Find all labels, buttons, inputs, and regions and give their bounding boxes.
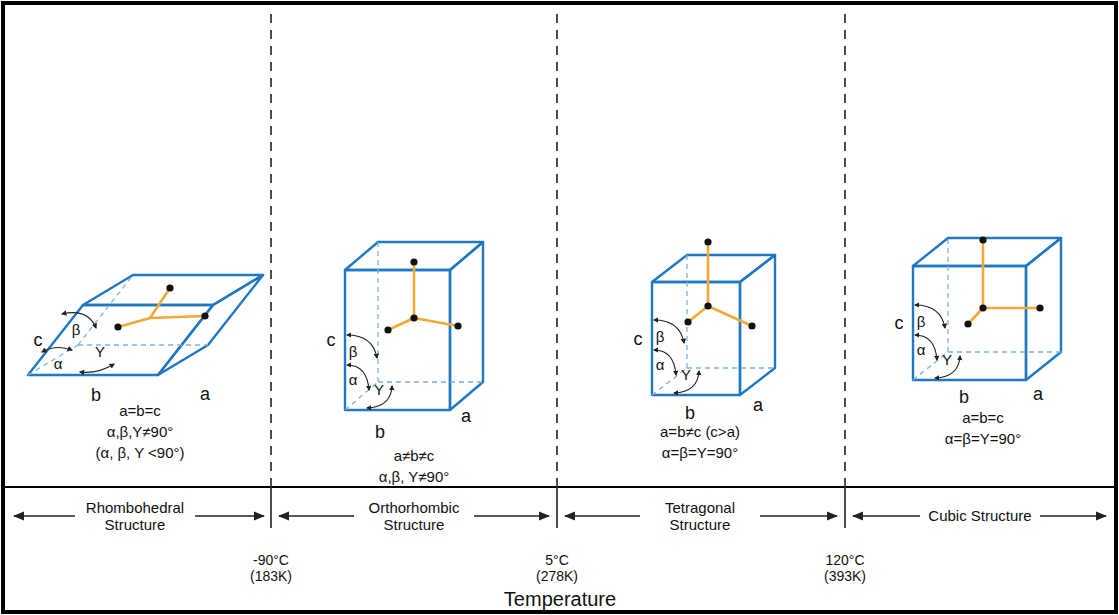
axis-label: c [34,330,43,351]
angle-label: β [917,313,926,330]
cubic-cell [913,236,1061,380]
angle-label: α [917,341,926,358]
angle-label: β [656,328,665,345]
lattice-condition: α=β=Υ=90° [945,430,1021,447]
transition-temperature: 120°C (393K) [813,552,877,584]
axis-label: a [461,406,471,427]
axis-label: c [327,330,336,351]
angle-label: Υ [942,351,952,368]
angle-label: α [656,356,665,373]
angle-label: α [54,355,63,372]
angle-label: Υ [374,381,384,398]
axis-label: b [685,403,695,424]
angle-label: β [349,343,358,360]
axis-line [3,486,1116,488]
structure-name: Tetragonal Structure [640,498,760,535]
axis-label: b [959,387,969,408]
lattice-condition: a≠b≠c [394,447,435,464]
lattice-condition: α,β,Υ≠90° [107,423,174,440]
axis-label: a [1033,384,1043,405]
tetragonal-cell [652,238,775,395]
orthorhombic-cell [345,242,483,410]
axis-label: c [634,328,643,349]
axis-label: a [753,395,763,416]
angle-label: Υ [681,366,691,383]
structure-name: Rhombohedral Structure [75,498,195,535]
axis-label: c [895,313,904,334]
angle-label: β [72,321,81,338]
lattice-condition: α,β, Υ≠90° [379,468,449,485]
outer-frame [3,3,1116,612]
lattice-condition: a=b≠c (c>a) [660,423,740,440]
transition-temperature: -90°C (183K) [239,552,303,584]
structure-name: Cubic Structure [920,506,1040,525]
axis-label: b [375,422,385,443]
lattice-condition: a=b=c [962,409,1004,426]
angle-label: α [349,371,358,388]
axis-title: Temperature [504,588,616,611]
lattice-condition: α=β=Υ=90° [662,444,738,461]
phase-dividers [271,14,845,528]
structure-name: Orthorhombic Structure [354,498,474,535]
rhombohedral-cell [28,275,263,375]
angle-label: Υ [95,343,105,360]
lattice-condition: a=b=c [119,402,161,419]
transition-temperature: 5°C (278K) [525,552,589,584]
axis-label: b [91,385,101,406]
axis-label: a [200,384,210,405]
lattice-condition: (α, β, Υ <90°) [95,444,184,461]
